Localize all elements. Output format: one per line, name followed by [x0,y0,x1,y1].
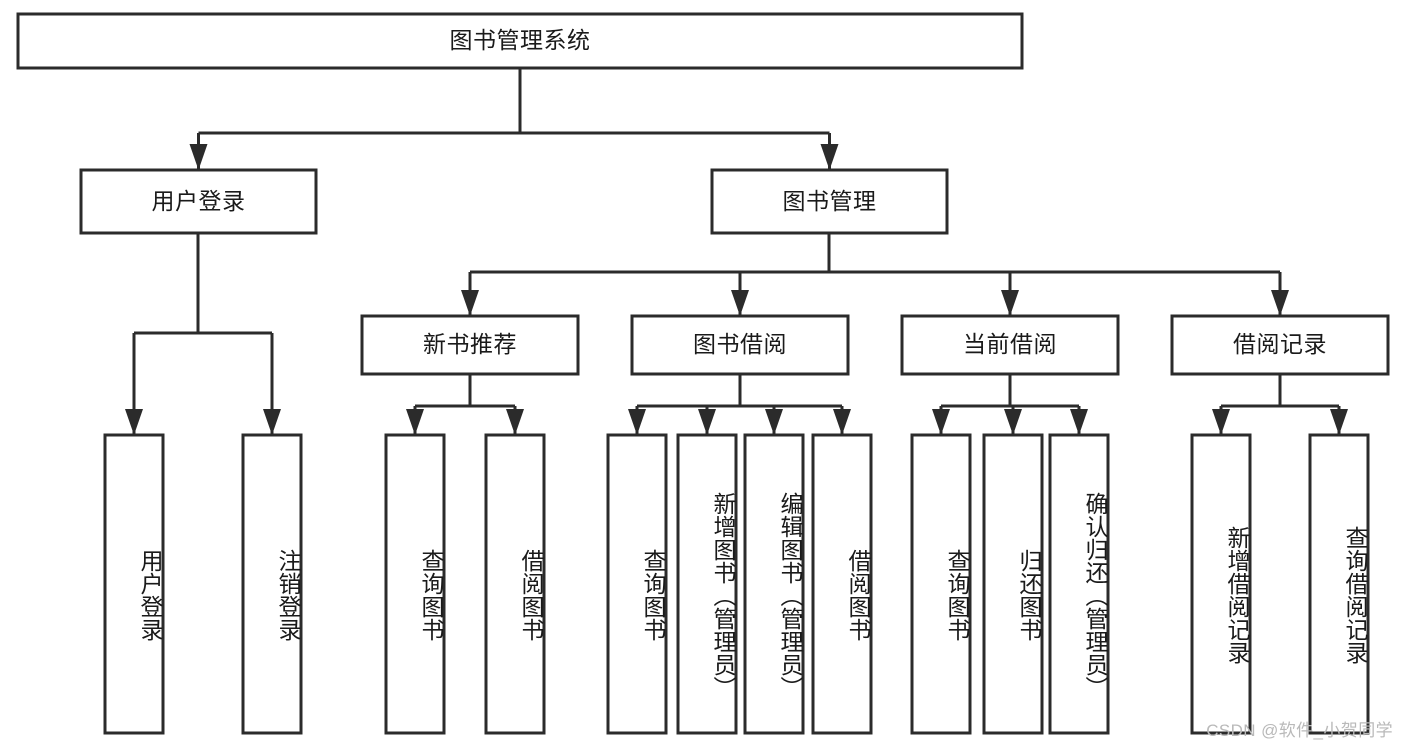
node-box-leaf-borrow-book-recommend[interactable] [484,433,546,735]
node-box-leaf-logout-login[interactable] [241,433,303,735]
node-leaf-edit-book-admin[interactable] [745,435,803,733]
node-leaf-logout-login[interactable] [243,435,301,733]
node-box-leaf-borrow-book[interactable] [811,433,873,735]
node-leaf-borrow-book[interactable] [813,435,871,733]
node-box-leaf-query-borrow-record[interactable] [1308,433,1370,735]
node-box-book-manage[interactable] [710,168,949,235]
node-box-leaf-user-login[interactable] [103,433,165,735]
node-leaf-query-book-recommend[interactable] [386,435,444,733]
node-box-borrow-record[interactable] [1170,314,1390,376]
node-box-leaf-return-book[interactable] [982,433,1044,735]
node-box-leaf-confirm-return-admin[interactable] [1048,433,1110,735]
node-boxes-layer [16,12,1390,735]
node-box-leaf-edit-book-admin[interactable] [743,433,805,735]
connectors-layer [125,68,1348,435]
node-current-borrow[interactable] [902,316,1118,374]
node-user-login[interactable] [81,170,316,233]
node-leaf-add-book-admin[interactable] [678,435,736,733]
node-box-leaf-query-book-current[interactable] [910,433,972,735]
node-book-borrow[interactable] [632,316,848,374]
node-leaf-add-borrow-record[interactable] [1192,435,1250,733]
node-box-leaf-add-book-admin[interactable] [676,433,738,735]
watermark-text: CSDN @软件_小贺同学 [1206,721,1393,740]
node-box-current-borrow[interactable] [900,314,1120,376]
node-box-new-book-recommend[interactable] [360,314,580,376]
node-leaf-query-book-borrow[interactable] [608,435,666,733]
node-box-leaf-query-book-borrow[interactable] [606,433,668,735]
node-leaf-query-borrow-record[interactable] [1310,435,1368,733]
node-box-leaf-add-borrow-record[interactable] [1190,433,1252,735]
node-borrow-record[interactable] [1172,316,1388,374]
node-box-book-borrow[interactable] [630,314,850,376]
node-leaf-borrow-book-recommend[interactable] [486,435,544,733]
node-book-manage[interactable] [712,170,947,233]
node-box-user-login[interactable] [79,168,318,235]
node-root[interactable] [18,14,1022,68]
node-box-leaf-query-book-recommend[interactable] [384,433,446,735]
node-leaf-confirm-return-admin[interactable] [1050,435,1108,733]
node-box-root[interactable] [16,12,1024,70]
node-new-book-recommend[interactable] [362,316,578,374]
node-leaf-query-book-current[interactable] [912,435,970,733]
node-leaf-user-login[interactable] [105,435,163,733]
node-leaf-return-book[interactable] [984,435,1042,733]
